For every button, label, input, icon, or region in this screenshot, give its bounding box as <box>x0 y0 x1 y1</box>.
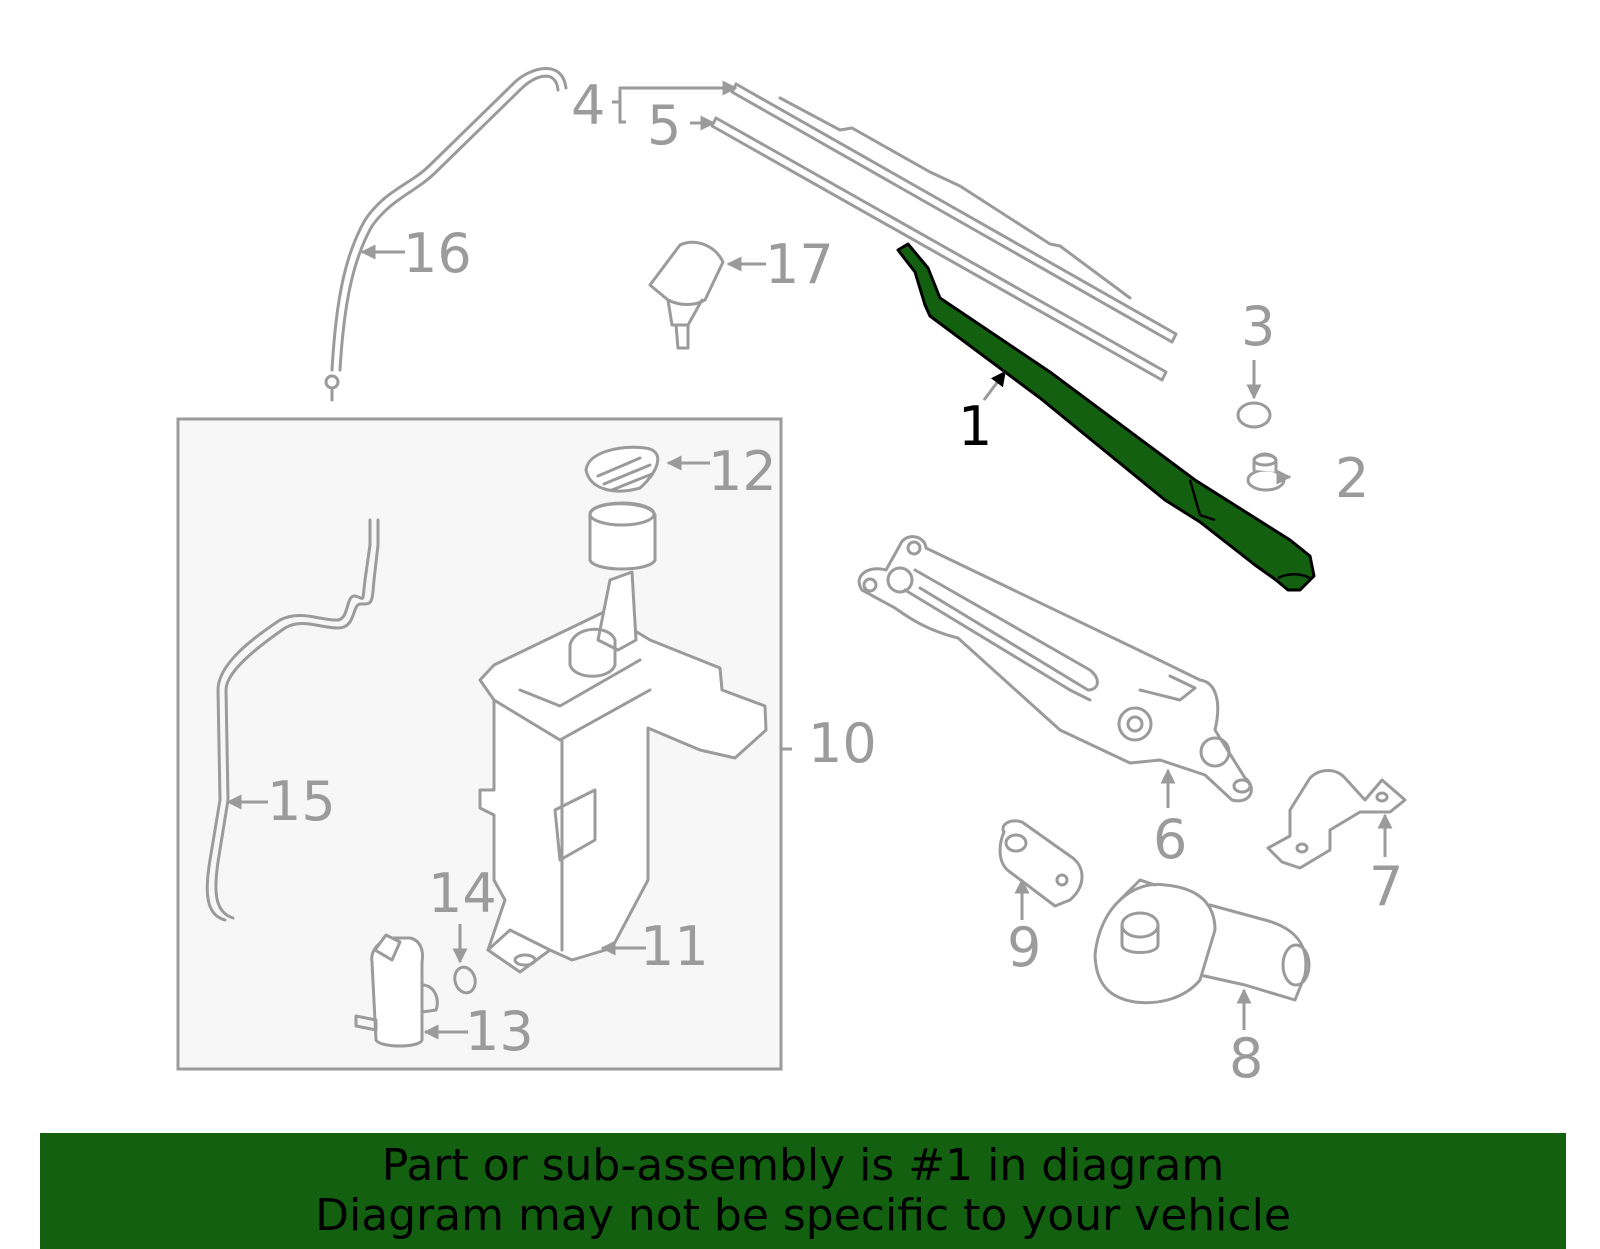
callout-11: 11 <box>640 915 709 978</box>
callout-1: 1 <box>958 395 992 458</box>
callout-12: 12 <box>708 440 777 503</box>
reservoir-hose-15 <box>205 518 380 922</box>
nut-2 <box>1246 452 1286 492</box>
reservoir-cap-12 <box>584 445 660 493</box>
wiper-arm-highlight <box>896 242 1316 592</box>
bracket-7 <box>1266 769 1407 870</box>
washer-pump-13 <box>354 933 439 1048</box>
callout-8: 8 <box>1229 1027 1263 1090</box>
wiper-motor-8 <box>1093 878 1311 1005</box>
washer-hose-16 <box>324 67 568 402</box>
wiper-linkage-6 <box>857 535 1253 803</box>
washer-3 <box>1236 401 1272 429</box>
callout-9: 9 <box>1007 916 1041 979</box>
wiper-blade-4 <box>730 82 1178 344</box>
callout-15: 15 <box>267 770 336 833</box>
callouts: 1 2 3 4 5 6 7 8 9 10 11 12 13 14 15 16 1… <box>267 74 1403 1090</box>
banner-line-2: Diagram may not be specific to your vehi… <box>315 1190 1291 1241</box>
wiper-arm-1 <box>896 242 1316 592</box>
info-banner: Part or sub-assembly is #1 in diagram Di… <box>40 1133 1566 1249</box>
bushing-9 <box>998 819 1084 908</box>
grommet-14 <box>453 965 477 995</box>
reservoir-kit-box <box>176 417 783 1071</box>
callout-4: 4 <box>571 74 605 137</box>
callout-14: 14 <box>428 862 497 925</box>
reservoir-tank-11 <box>478 501 768 974</box>
callout-3: 3 <box>1241 295 1275 358</box>
leader-lines <box>226 80 1393 1040</box>
washer-nozzle-17 <box>648 240 725 350</box>
banner-line-1: Part or sub-assembly is #1 in diagram <box>381 1140 1225 1191</box>
callout-2: 2 <box>1335 447 1369 510</box>
callout-10: 10 <box>808 712 877 775</box>
callout-16: 16 <box>403 222 472 285</box>
callout-6: 6 <box>1153 808 1187 871</box>
callout-13: 13 <box>465 1000 534 1063</box>
callout-17: 17 <box>765 233 834 296</box>
callout-7: 7 <box>1369 855 1403 918</box>
callout-5: 5 <box>647 94 681 157</box>
